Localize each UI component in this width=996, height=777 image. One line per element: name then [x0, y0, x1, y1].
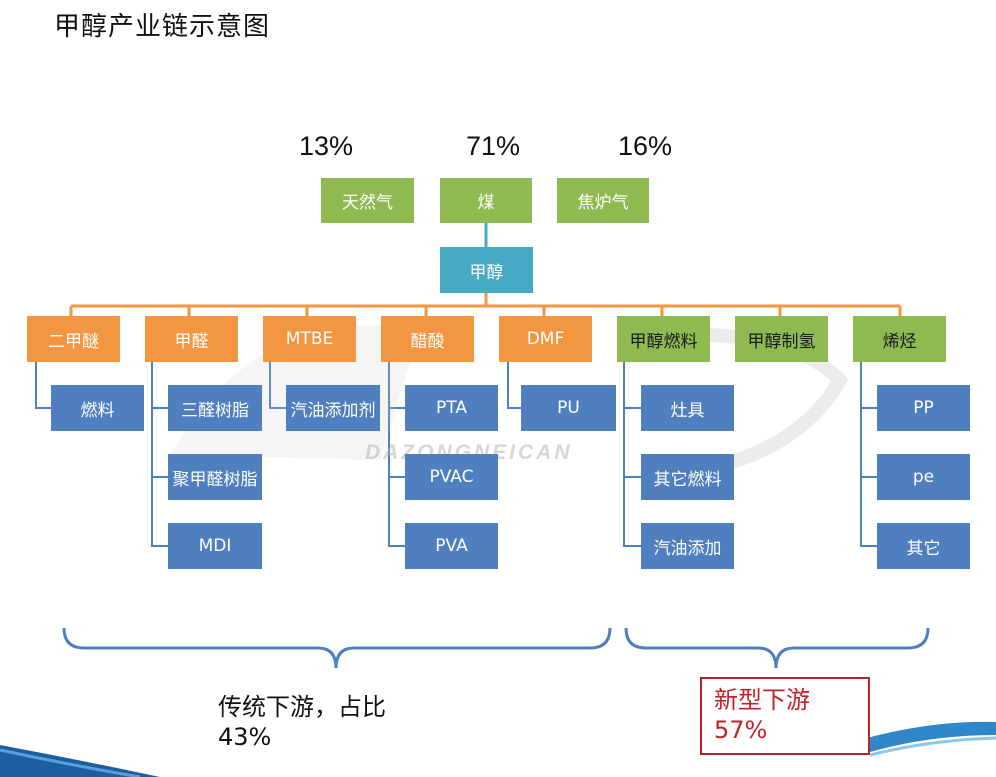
product-stove: 灶具 — [641, 385, 734, 431]
product-gasoline-blend: 汽油添加 — [641, 523, 734, 569]
product-pe: pe — [877, 454, 970, 500]
source-coke-oven-gas: 焦炉气 — [557, 178, 649, 223]
new-downstream-box: 新型下游 57% — [700, 677, 870, 755]
product-pvac: PVAC — [405, 454, 498, 500]
product-pva: PVA — [405, 523, 498, 569]
coke-gas-percent: 16% — [618, 131, 673, 161]
category-acetic-acid: 醋酸 — [381, 316, 474, 362]
category-olefins: 烯烃 — [853, 316, 946, 362]
category-dme: 二甲醚 — [27, 316, 120, 362]
natural-gas-percent: 13% — [299, 131, 354, 161]
page-title: 甲醇产业链示意图 — [54, 12, 271, 42]
product-polyoxymethylene: 聚甲醛树脂 — [168, 454, 262, 500]
product-pta: PTA — [405, 385, 498, 431]
new-label-line2: 57% — [714, 716, 768, 744]
category-methanol-hydrogen: 甲醇制氢 — [735, 316, 828, 362]
new-downstream-label: 新型下游 57% — [714, 685, 810, 745]
category-dmf: DMF — [499, 316, 592, 362]
product-fuel: 燃料 — [51, 385, 144, 431]
category-formaldehyde: 甲醛 — [145, 316, 238, 362]
methanol-node: 甲醇 — [440, 247, 533, 293]
new-label-line1: 新型下游 — [714, 686, 810, 714]
traditional-label-line2: 43% — [218, 723, 272, 751]
category-mtbe: MTBE — [263, 316, 356, 362]
source-coal: 煤 — [440, 178, 532, 223]
product-pu: PU — [521, 385, 616, 431]
source-natural-gas: 天然气 — [321, 178, 414, 223]
product-other: 其它 — [877, 523, 970, 569]
traditional-label-line1: 传统下游，占比 — [218, 693, 386, 721]
product-gasoline-additive: 汽油添加剂 — [286, 385, 380, 431]
coal-percent: 71% — [466, 131, 521, 161]
product-aldehyde-resin: 三醛树脂 — [168, 385, 262, 431]
traditional-downstream-label: 传统下游，占比 43% — [218, 692, 386, 752]
product-mdi: MDI — [168, 523, 262, 569]
product-other-fuel: 其它燃料 — [641, 454, 734, 500]
product-pp: PP — [877, 385, 970, 431]
category-methanol-fuel: 甲醇燃料 — [617, 316, 710, 362]
